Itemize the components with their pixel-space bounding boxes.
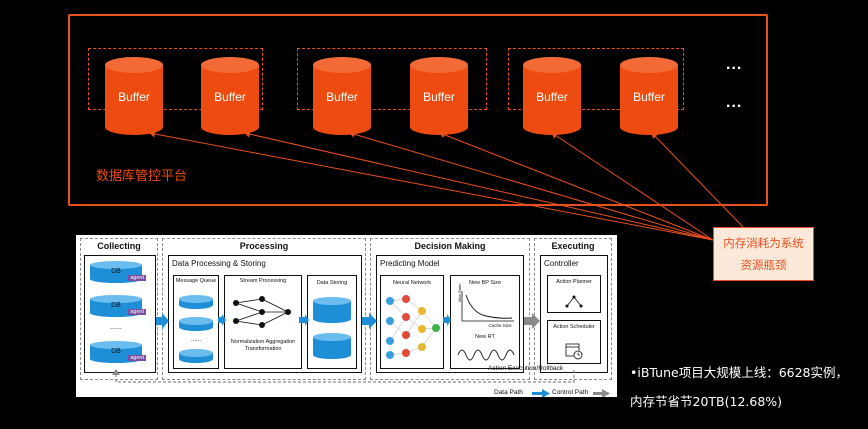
planner-tree-icon — [565, 295, 583, 308]
buffer-cylinder: Buffer — [105, 57, 163, 135]
queue-cylinder — [179, 349, 213, 363]
executing-title: Executing — [551, 241, 595, 251]
callout-line-1: 内存消耗为系统 — [723, 236, 804, 250]
deployment-note-line-2: 内存节省节20TB(12.68%) — [630, 394, 783, 409]
stream-caption: Normalization Aggregation Transformation — [230, 339, 296, 352]
legend-control-path: Control Path — [552, 389, 589, 396]
storage-cylinder — [313, 297, 351, 323]
decision-title: Decision Making — [414, 241, 486, 251]
miss-ratio-curve-icon — [461, 291, 514, 322]
queue-label: Message Queue — [175, 278, 217, 284]
db-cylinder: DB agent — [90, 341, 146, 363]
buffer-label: Buffer — [118, 90, 150, 104]
rt-label: New RT — [475, 334, 495, 340]
processing-title: Processing — [239, 241, 289, 251]
buffer-label: Buffer — [423, 90, 455, 104]
neural-network-icon — [386, 295, 440, 359]
buffer-label: Buffer — [633, 90, 665, 104]
calendar-clock-icon — [565, 343, 583, 360]
stream-graph-icon — [233, 296, 291, 328]
prediction-box — [450, 275, 520, 369]
queue-cylinder — [179, 317, 213, 331]
queue-cylinder — [179, 295, 213, 309]
agent-badge: agent — [128, 275, 146, 281]
scheduler-label: Action Scheduler — [553, 324, 595, 330]
collecting-title: Collecting — [97, 241, 141, 251]
planner-label: Action Planner — [556, 279, 592, 285]
buffer-cylinder: Buffer — [201, 57, 259, 135]
rt-wave-icon — [457, 349, 515, 361]
queue-ellipsis: ...... — [190, 337, 201, 343]
more-ellipsis: ... — [726, 94, 743, 111]
bottleneck-callout: 内存消耗为系统 资源瓶颈 — [713, 227, 814, 281]
storing-label: Data Storing — [316, 280, 348, 286]
buffer-label: Buffer — [326, 90, 358, 104]
buffer-cylinder: Buffer — [410, 57, 468, 135]
buffer-group-3 — [508, 48, 684, 110]
buffer-label: Buffer — [214, 90, 246, 104]
db-label: DB — [111, 348, 121, 355]
platform-title: 数据库管控平台 — [96, 169, 188, 184]
stream-label: Stream Processing — [239, 278, 287, 284]
pipeline-diagram: Collecting DB agent DB agent ...... DB a… — [76, 235, 617, 397]
buffer-cylinder: Buffer — [523, 57, 581, 135]
bp-label: New BP Size — [469, 280, 501, 286]
data-path-arrows — [112, 313, 610, 397]
cache-size-axis: Cache Size — [488, 323, 512, 328]
agent-badge: agent — [128, 355, 146, 361]
agent-badge: agent — [128, 309, 146, 315]
buffer-cylinder: Buffer — [313, 57, 371, 135]
buffer-group-1 — [88, 48, 263, 110]
buffer-label: Buffer — [536, 90, 568, 104]
buffer-group-2 — [297, 48, 487, 110]
planner-box — [547, 275, 601, 313]
db-label: DB — [111, 302, 121, 309]
db-label: DB — [111, 268, 121, 275]
legend-data-path: Data Path — [494, 389, 523, 396]
callout-line-2: 资源瓶颈 — [740, 258, 787, 272]
collecting-ellipsis: ...... — [110, 324, 122, 331]
db-cylinder: DB agent — [90, 261, 146, 283]
feedback-label: Action Execution/Rollback — [488, 365, 564, 372]
processing-subtitle: Data Processing & Storing — [172, 259, 266, 268]
buffer-cylinder: Buffer — [620, 57, 678, 135]
more-ellipsis: ... — [726, 56, 743, 73]
deployment-note-line-1: •iBTune项目大规模上线：6628实例， — [630, 365, 849, 380]
nn-label: Neural Network — [393, 280, 431, 286]
decision-subtitle: Predicting Model — [380, 259, 440, 268]
collecting-section — [80, 238, 158, 380]
db-cylinder: DB agent — [90, 295, 146, 317]
executing-subtitle: Controller — [544, 259, 579, 268]
storage-cylinder — [313, 333, 351, 359]
